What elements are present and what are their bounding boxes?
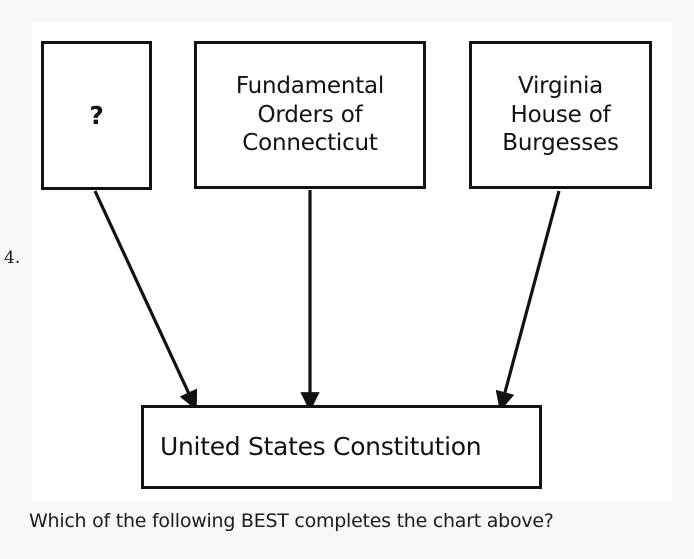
item-number-label: 4. <box>4 248 21 268</box>
flowchart-node-fundamental-orders[interactable]: Fundamental Orders of Connecticut <box>194 41 426 189</box>
flowchart-node-constitution[interactable]: United States Constitution <box>141 405 542 489</box>
flowchart-node-unknown[interactable]: ? <box>41 41 152 190</box>
flowchart-node-virginia-house-label: Virginia House of Burgesses <box>502 72 619 157</box>
flowchart-node-constitution-label: United States Constitution <box>160 432 482 462</box>
flowchart-node-virginia-house[interactable]: Virginia House of Burgesses <box>469 41 652 189</box>
question-prompt: Which of the following BEST completes th… <box>29 510 554 532</box>
flowchart-node-unknown-label: ? <box>89 100 104 130</box>
flowchart-node-fundamental-orders-label: Fundamental Orders of Connecticut <box>235 72 385 157</box>
